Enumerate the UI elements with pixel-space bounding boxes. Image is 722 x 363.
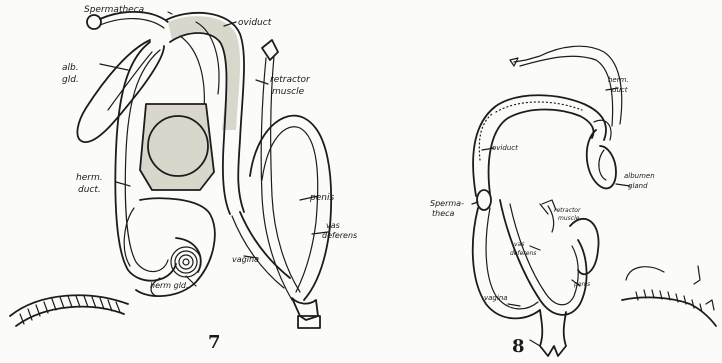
fig8-herm-duct <box>510 46 622 126</box>
fig7-label-oviduct: oviduct <box>238 18 272 28</box>
fig8-albumen-gland <box>587 120 616 188</box>
fig8-atrium <box>530 310 566 356</box>
fig7-label-penis: penis <box>309 193 334 203</box>
fig7-label-spermatheca: Spermatheca <box>84 5 144 15</box>
figure-8-number: 8 <box>512 336 525 357</box>
fig8-label-penis: penis <box>573 281 590 288</box>
fig8-label-spermatheca-line2: theca <box>432 209 455 218</box>
fig8-label-albumen-line2: gland <box>628 182 648 190</box>
fig8-label-vas-deferens-line1: vas <box>514 241 524 248</box>
fig8-label-vagina: vagina <box>484 294 508 302</box>
figure-8-reproductive-system <box>472 46 716 356</box>
fig7-label-vagina: vagina <box>232 255 259 264</box>
fig7-penis-loop <box>232 116 331 300</box>
fig7-label-herm-duct-line1: herm. <box>76 173 103 183</box>
fig8-worm-sketch <box>622 266 716 326</box>
fig8-penis-vas <box>500 200 599 315</box>
fig7-label-alb-gld-line1: alb. <box>62 63 79 73</box>
fig7-atrium <box>292 298 320 328</box>
fig7-label-vas-deferens-line2: deferens <box>322 231 357 240</box>
fig8-label-retractor-line1: retractor <box>554 207 581 214</box>
fig8-label-herm-duct-line1: herm. <box>608 76 629 84</box>
fig7-label-retractor-line2: muscle <box>272 87 305 97</box>
fig7-label-herm-duct-line2: duct. <box>78 185 101 195</box>
fig7-label-retractor-line1: retractor <box>270 75 311 85</box>
fig7-worm-sketch <box>10 295 128 326</box>
fig8-label-spermatheca-line1: Sperma- <box>430 199 464 208</box>
fig7-central-ring <box>140 104 214 190</box>
fig8-label-oviduct: oviduct <box>492 144 518 152</box>
figure-7-number: 7 <box>208 332 221 353</box>
fig7-label-vas-deferens-line1: vas <box>326 221 340 230</box>
fig7-label-alb-gld-line2: gld. <box>62 75 79 85</box>
fig8-leader-lines <box>472 88 630 306</box>
fig8-label-albumen-line1: albumen <box>624 172 655 180</box>
fig8-label-herm-duct-line2: duct <box>612 86 628 94</box>
fig7-label-herm-gld: herm gld. <box>150 281 189 290</box>
fig8-label-vas-deferens-line2: deferens <box>510 250 536 257</box>
fig8-label-retractor-line2: muscle <box>558 215 580 222</box>
